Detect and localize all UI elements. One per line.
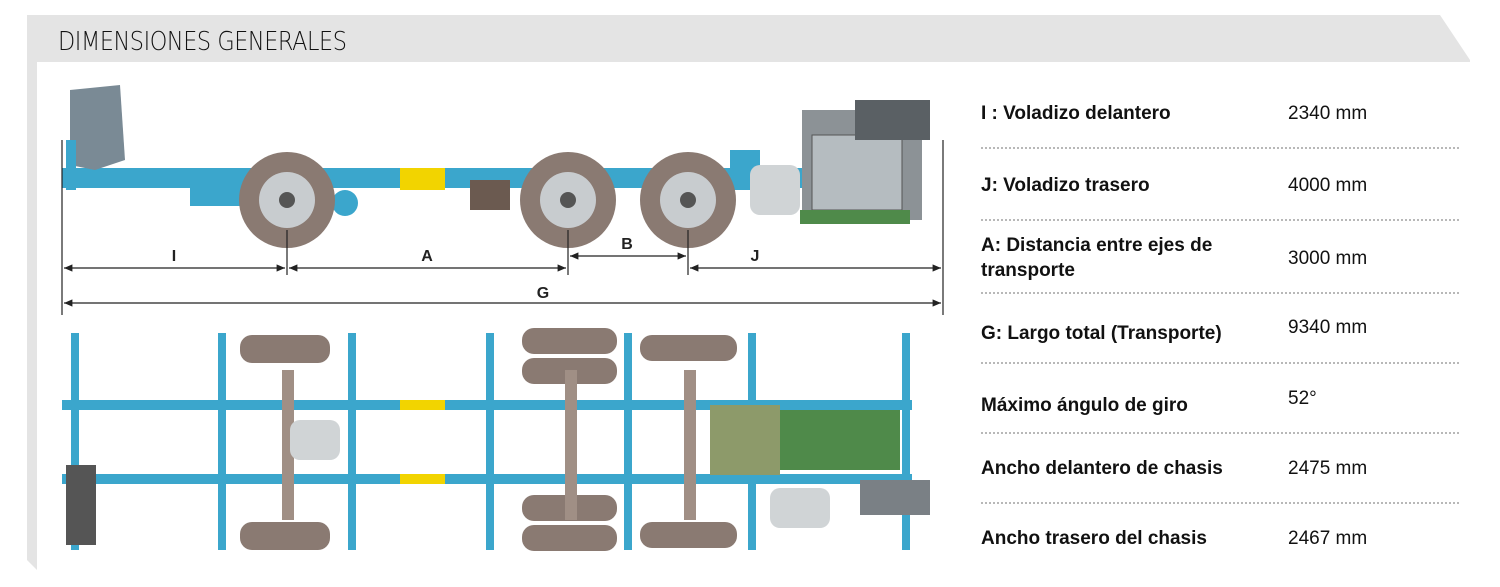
rear-wheel-2 <box>640 152 736 248</box>
spec-value: 9340 mm <box>1288 317 1368 338</box>
spec-label: I : Voladizo delantero <box>981 103 1171 124</box>
spec-label: A: Distancia entre ejes de transporte <box>981 235 1213 281</box>
spec-label: Ancho trasero del chasis <box>981 528 1207 549</box>
dim-label-a: A <box>421 248 433 265</box>
dim-label-g: G <box>537 285 549 302</box>
spec-label: G: Largo total (Transporte) <box>981 323 1222 344</box>
divider <box>981 502 1459 504</box>
spec-value: 3000 mm <box>1288 248 1368 269</box>
divider <box>981 362 1459 364</box>
spec-value: 2475 mm <box>1288 458 1368 479</box>
dim-label-j: J <box>751 248 760 265</box>
divider <box>981 147 1459 149</box>
divider <box>981 292 1459 294</box>
divider <box>981 219 1459 221</box>
rear-wheel-1 <box>520 152 616 248</box>
spec-label: Ancho delantero de chasis <box>981 458 1223 479</box>
spec-value: 2340 mm <box>1288 103 1368 124</box>
spec-value: 4000 mm <box>1288 175 1368 196</box>
divider <box>981 432 1459 434</box>
dim-label-b: B <box>621 236 633 253</box>
spec-label: J: Voladizo trasero <box>981 175 1150 196</box>
front-wheel <box>239 152 335 248</box>
side-view: I A B J G <box>61 85 944 315</box>
chassis-drawing: I A B J G <box>61 85 944 551</box>
spec-value: 52° <box>1288 388 1317 409</box>
spec-value: 2467 mm <box>1288 528 1368 549</box>
page-title: DIMENSIONES GENERALES <box>58 27 347 57</box>
top-view <box>62 328 930 551</box>
spec-label: Máximo ángulo de giro <box>981 395 1188 416</box>
dim-label-i: I <box>172 248 176 265</box>
